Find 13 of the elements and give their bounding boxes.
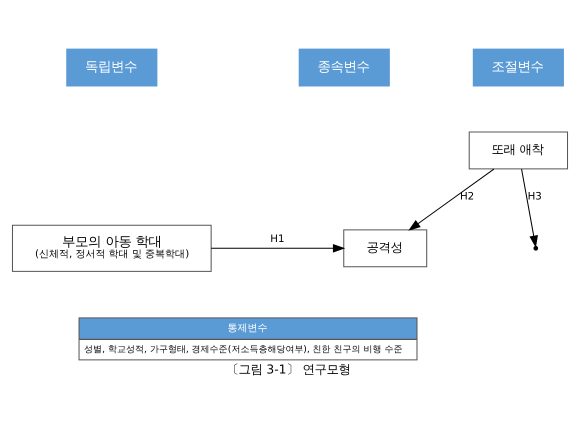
node-box: 부모의 아동 학대 (신체적, 정서적 학대 및 중복학대) bbox=[12, 224, 212, 272]
arrow bbox=[521, 168, 538, 248]
edge-label: H2 bbox=[460, 190, 474, 202]
edge-label: H1 bbox=[270, 232, 285, 245]
node-box: 공격성 bbox=[343, 228, 428, 267]
node-box: 독립변수 bbox=[66, 48, 158, 86]
node-box: 종속변수 bbox=[298, 48, 390, 86]
caption: 〔그림 3-1〕 연구모형 bbox=[226, 362, 350, 376]
node-box: 조절변수 bbox=[472, 48, 564, 86]
node-box: 또래 애착 bbox=[468, 131, 568, 169]
arrow bbox=[408, 168, 494, 230]
edge-label: H3 bbox=[528, 190, 542, 202]
arrow bbox=[211, 243, 346, 252]
